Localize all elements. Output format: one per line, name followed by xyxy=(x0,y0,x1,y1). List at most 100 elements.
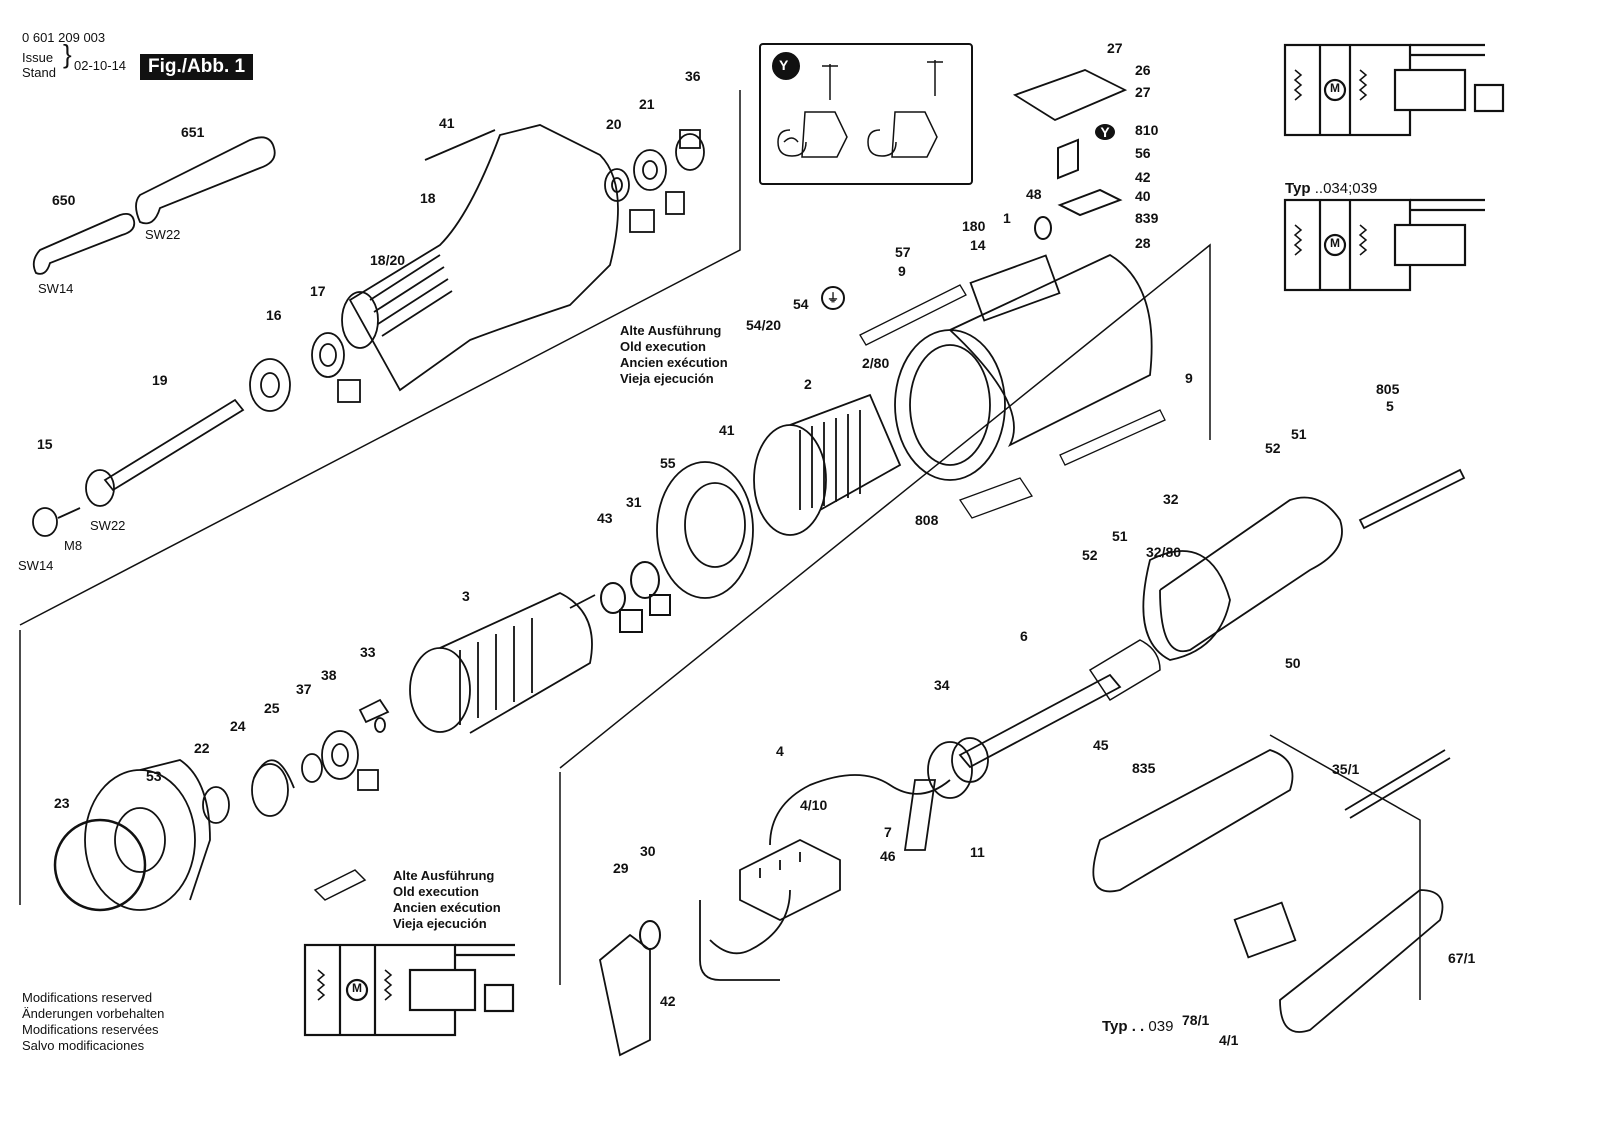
rating-plate-57 xyxy=(859,284,967,346)
circuit-diagram-middle xyxy=(1283,198,1485,292)
part-label: 16 xyxy=(266,307,282,323)
part-label: 35/1 xyxy=(1332,761,1360,777)
bearing-bush xyxy=(619,609,643,633)
motor-symbol-m3: M xyxy=(352,981,362,995)
part-label: 36 xyxy=(685,68,701,84)
part-label: 28 xyxy=(1135,235,1151,251)
bearing-31 xyxy=(630,561,660,599)
part-label: 21 xyxy=(639,96,655,112)
part-label: 54 xyxy=(793,296,809,312)
part-label: 53 xyxy=(146,768,162,784)
part-label: 19 xyxy=(152,372,168,388)
part-label: 38 xyxy=(321,667,337,683)
part-label: 43 xyxy=(597,510,613,526)
part-label: 7 xyxy=(884,824,892,840)
part-label: M8 xyxy=(64,538,83,553)
part-label: 180 xyxy=(962,218,986,234)
motor-housing-1 xyxy=(894,253,1153,481)
part-label: 835 xyxy=(1132,760,1156,776)
part-label: 67/1 xyxy=(1448,950,1476,966)
part-label: SW14 xyxy=(18,558,54,573)
rear-handle-5 xyxy=(1142,468,1466,661)
part-label: 810 xyxy=(1135,122,1159,138)
part-label: 41 xyxy=(719,422,735,438)
motor-symbol-m1: M xyxy=(1330,81,1340,95)
part-label: SW22 xyxy=(90,518,126,533)
y-callout-icon xyxy=(772,52,800,80)
brush-detail-frame xyxy=(759,43,973,185)
part-label: 52 xyxy=(1265,440,1281,456)
spindle-assembly xyxy=(32,332,361,537)
part-label: 40 xyxy=(1135,188,1151,204)
wrench-651 xyxy=(135,136,276,225)
brush-holder-illustration xyxy=(777,60,943,158)
part-label: 1 xyxy=(1003,210,1011,226)
part-label: 25 xyxy=(264,700,280,716)
part-label: 26 xyxy=(1135,62,1151,78)
part-label: 46 xyxy=(880,848,896,864)
part-label: 6 xyxy=(1020,628,1028,644)
circuit-diagram-top xyxy=(1283,43,1505,137)
part-label: 14 xyxy=(970,237,986,253)
bearings-20-21-36 xyxy=(604,129,705,233)
part-label: 27 xyxy=(1135,84,1151,100)
cable-clamp-30 xyxy=(639,920,661,950)
figure-label: Fig./Abb. 1 xyxy=(140,54,254,80)
bearing-set xyxy=(53,717,386,912)
part-label: 37 xyxy=(296,681,312,697)
part-label: 27 xyxy=(1107,40,1123,56)
issue-date: 02-10-14 xyxy=(74,58,127,73)
plate-808 xyxy=(959,477,1033,519)
part-label: 32/80 xyxy=(1146,544,1182,560)
part-label: 42 xyxy=(660,993,676,1009)
part-label: 51 xyxy=(1112,528,1128,544)
part-label: 3 xyxy=(462,588,470,604)
y-callout-label-2: Y xyxy=(1095,124,1115,140)
part-label: 9 xyxy=(1185,370,1193,386)
part-label: 34 xyxy=(934,677,950,693)
part-label: 805 xyxy=(1376,381,1400,397)
old-execution-note-top: Alte Ausführung Old execution Ancien exé… xyxy=(620,323,728,386)
part-label: 50 xyxy=(1285,655,1301,671)
part-label: 24 xyxy=(230,718,246,734)
part-label: SW22 xyxy=(145,227,181,242)
brush-holder-839 xyxy=(1057,188,1123,217)
part-label: 45 xyxy=(1093,737,1109,753)
type-label-034-039: Typ ..034;039 xyxy=(1285,180,1378,197)
part-label: 51 xyxy=(1291,426,1307,442)
old-execution-note-bottom: Alte Ausführung Old execution Ancien exé… xyxy=(393,868,501,931)
part-label: 29 xyxy=(613,860,629,876)
y-callout-label: Y xyxy=(779,57,789,73)
part-label: 9 xyxy=(898,263,906,279)
part-label: 650 xyxy=(52,192,76,208)
part-label: 78/1 xyxy=(1182,1012,1210,1028)
part-label: 4/10 xyxy=(800,797,828,813)
circuit-diagram-bottom xyxy=(303,869,515,1037)
part-label: 23 xyxy=(54,795,70,811)
brush-cover-26 xyxy=(1012,69,1128,122)
cable-clamp-29 xyxy=(599,933,651,1057)
field-coil-2 xyxy=(753,393,902,536)
bearing-43 xyxy=(600,582,626,614)
part-number: 0 601 209 003 xyxy=(22,30,106,45)
part-label: 42 xyxy=(1135,169,1151,185)
part-label: 2/80 xyxy=(862,355,890,371)
part-label: 839 xyxy=(1135,210,1159,226)
air-guide-55 xyxy=(656,461,754,599)
part-label: 56 xyxy=(1135,145,1151,161)
ground-icon: ⏚ xyxy=(821,286,845,310)
bearing-flange-53 xyxy=(84,759,211,911)
part-label: 20 xyxy=(606,116,622,132)
part-label: 31 xyxy=(626,494,642,510)
part-label: 5 xyxy=(1386,398,1394,414)
part-label: 18/20 xyxy=(370,252,406,268)
part-label: 52 xyxy=(1082,547,1098,563)
part-label: 2 xyxy=(804,376,812,392)
type-label-039: Typ . . 039 xyxy=(1102,1018,1174,1035)
motor-symbol-m2: M xyxy=(1330,236,1340,250)
part-label: 30 xyxy=(640,843,656,859)
handle-35-1 xyxy=(1092,749,1451,1033)
modifications-footer: Modifications reserved Änderungen vorbeh… xyxy=(22,990,165,1053)
part-label: 4 xyxy=(776,743,784,759)
